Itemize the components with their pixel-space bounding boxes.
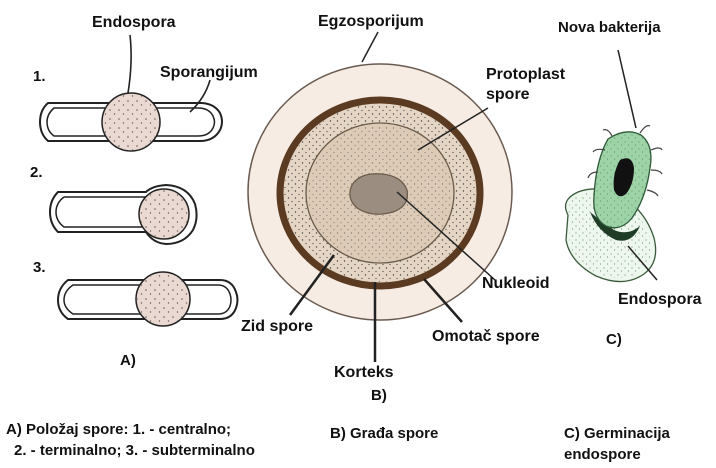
leader-endospora-a <box>128 35 131 93</box>
label-endospora-a: Endospora <box>92 14 176 31</box>
new-bacterium <box>588 126 662 228</box>
sporangium-subterminal <box>58 272 238 326</box>
caption-a-line1: A) Položaj spore: 1. - centralno; <box>6 420 231 440</box>
sporangium-central <box>40 93 222 151</box>
label-protoplast: Protoplast <box>486 66 566 83</box>
panel-c: Nova bakterija Endospora C) <box>558 19 702 348</box>
label-nukleoid: Nukleoid <box>482 275 550 292</box>
label-sporangijum: Sporangijum <box>160 64 258 81</box>
label-egzosporijum: Egzosporijum <box>318 13 424 30</box>
leader-sporangijum <box>190 80 210 112</box>
label-zid-spore: Zid spore <box>241 318 313 335</box>
caption-c-line1: C) Germinacija <box>564 424 670 444</box>
number-2: 2. <box>30 164 43 181</box>
panel-a-letter: A) <box>120 352 136 369</box>
caption-b: B) Građa spore <box>330 424 438 444</box>
label-protoplast-spore: spore <box>486 86 530 103</box>
panel-b-letter: B) <box>371 387 387 404</box>
panel-c-letter: C) <box>606 331 622 348</box>
label-omotac-spore: Omotač spore <box>432 328 540 345</box>
label-endospora-c: Endospora <box>618 291 702 308</box>
number-3: 3. <box>33 259 46 276</box>
caption-a-line2: 2. - terminalno; 3. - subterminalno <box>14 441 255 461</box>
caption-c-line2: endospore <box>564 445 641 465</box>
panel-b: Egzosporijum Protoplast spore Nukleoid Z… <box>241 13 566 404</box>
number-1: 1. <box>33 68 46 85</box>
label-korteks: Korteks <box>334 364 394 381</box>
sporangium-terminal <box>50 185 197 244</box>
panel-a: Endospora Sporangijum 1. 2. 3. A) <box>30 14 258 369</box>
label-nova-bakterija: Nova bakterija <box>558 19 661 36</box>
